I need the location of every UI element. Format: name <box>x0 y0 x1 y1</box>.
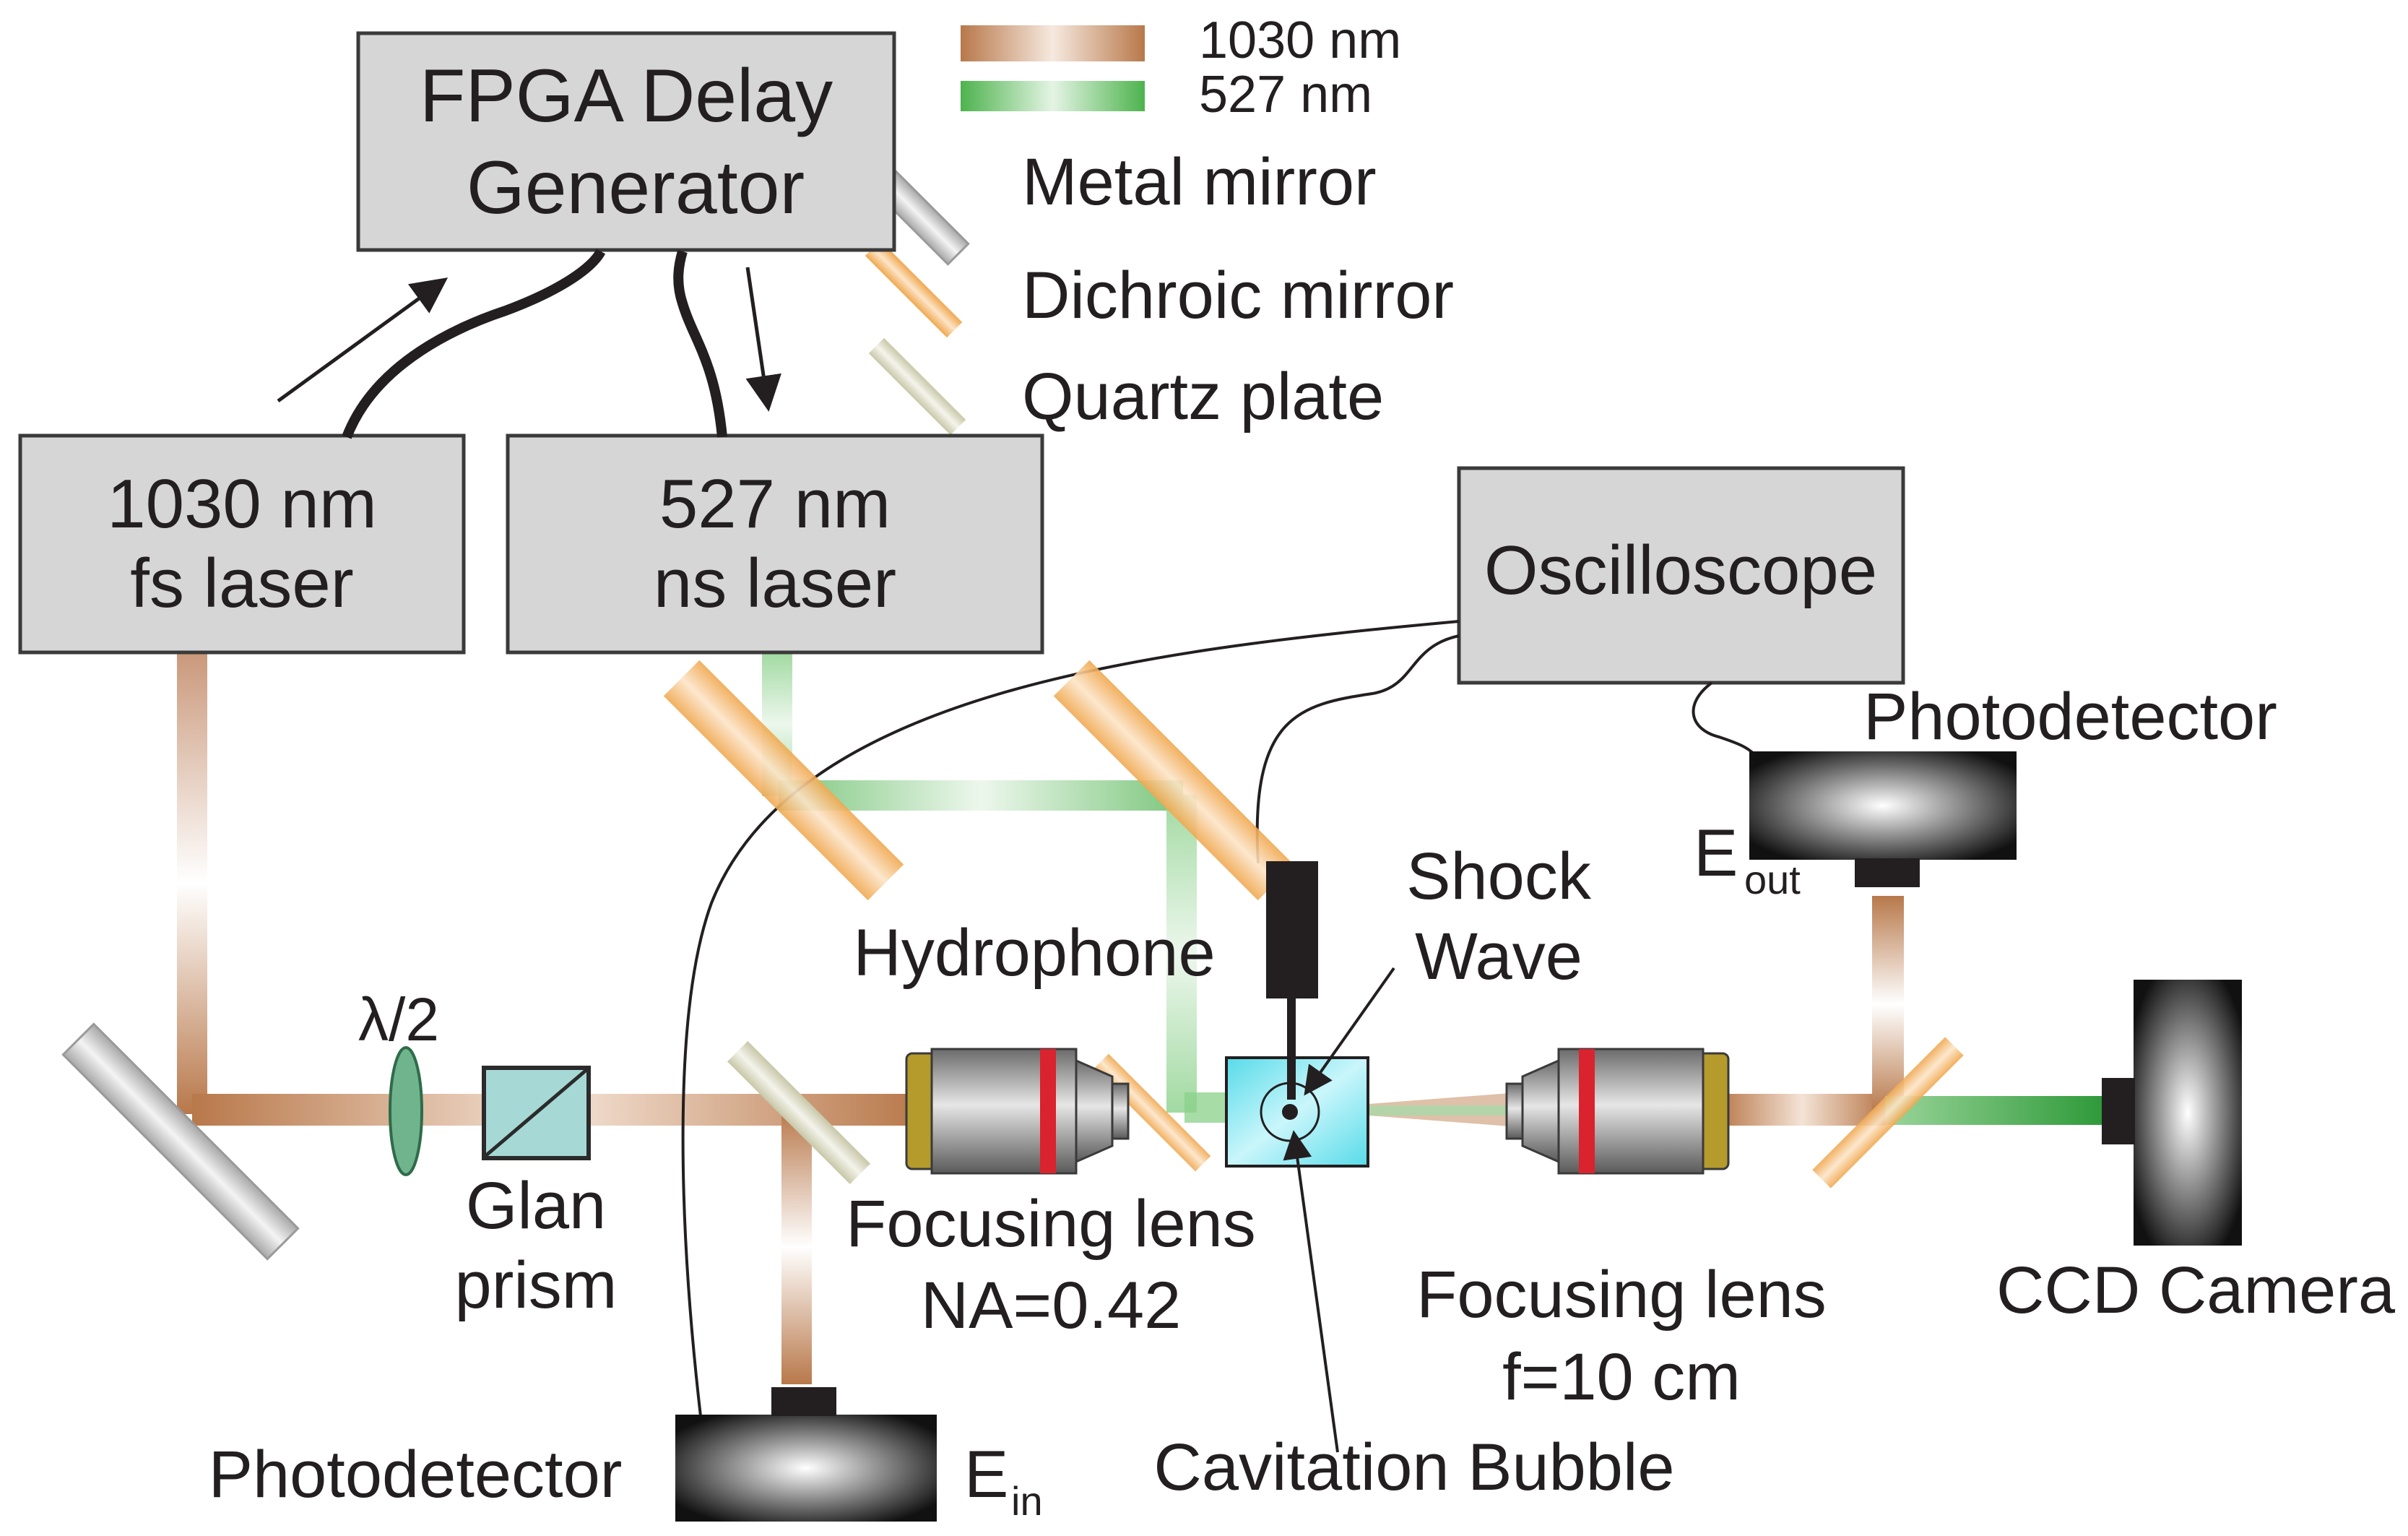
legend-metal-mirror-label: Metal mirror <box>1022 145 1377 219</box>
fpga-label-line1: FPGA Delay <box>420 54 833 138</box>
camera-icon <box>2102 980 2242 1246</box>
metal-mirror-icon <box>61 1022 300 1261</box>
fpga-delay-generator: FPGA Delay Generator <box>356 31 896 252</box>
waveplate-icon <box>389 1046 423 1176</box>
e-in-subscript: in <box>1011 1478 1043 1524</box>
fs-laser-label-line2: fs laser <box>130 545 353 622</box>
oscilloscope-label: Oscilloscope <box>1484 532 1877 609</box>
objective-lens-icon <box>905 1048 1130 1175</box>
green-beam-to-ccd <box>1885 1096 2102 1125</box>
green-beam-vertical-2 <box>1166 795 1197 1113</box>
ns-laser-label-line1: 527 nm <box>659 465 891 543</box>
focusing-lens-1-label-line1: Focusing lens <box>846 1187 1256 1261</box>
e-out-label: E <box>1694 816 1738 890</box>
legend-ir-swatch <box>961 25 1145 61</box>
e-in-label: E <box>964 1438 1008 1511</box>
photodetector-bottom-label: Photodetector <box>209 1438 623 1511</box>
cable-oscilloscope-to-ein <box>681 620 1460 1417</box>
e-out-subscript: out <box>1744 857 1801 902</box>
half-wave-label: λ/2 <box>358 985 439 1053</box>
ir-beam-to-ein <box>781 1110 812 1384</box>
ir-beam-after-lens-2 <box>1719 1094 1885 1126</box>
glan-label-line2: prism <box>455 1248 618 1322</box>
legend-dichroic-mirror-label: Dichroic mirror <box>1022 259 1454 332</box>
photodetector-icon <box>1749 751 2017 887</box>
photodetector-icon <box>675 1387 937 1522</box>
dichroic-mirror-icon <box>1812 1037 1964 1188</box>
cable-fpga-to-ns <box>673 250 727 438</box>
trigger-arrow-down <box>745 267 781 412</box>
dichroic-mirror-icon <box>1053 660 1294 901</box>
glan-label-line1: Glan <box>466 1169 606 1243</box>
ns-laser-label-line2: ns laser <box>654 545 896 622</box>
legend-ir-label: 1030 nm <box>1199 12 1401 69</box>
ns-laser: 527 nm ns laser <box>506 433 1044 655</box>
fpga-label-line2: Generator <box>467 146 805 230</box>
green-beam-through-cuvette <box>1315 1105 1538 1116</box>
cables <box>277 249 1757 1417</box>
quartz-plate-icon <box>868 337 966 436</box>
legend-quartz-plate-label: Quartz plate <box>1022 360 1384 433</box>
legend-green-label: 527 nm <box>1199 66 1372 124</box>
legend-green-swatch <box>961 81 1145 111</box>
legend: 1030 nm 527 nm Metal mirror Dichroic mir… <box>865 12 1454 436</box>
cavitation-bubble-arrow <box>1283 1130 1339 1453</box>
focusing-lens-2-label-line1: Focusing lens <box>1416 1258 1827 1332</box>
ir-beam-to-eout <box>1872 896 1904 1113</box>
cable-fs-to-fpga <box>342 249 606 439</box>
ir-beam-vertical <box>177 652 207 1114</box>
cable-oscilloscope-to-eout <box>1692 681 1757 756</box>
photodetector-top-label: Photodetector <box>1863 680 2277 754</box>
green-beam-horizontal <box>779 780 1183 811</box>
shock-wave-label-line1: Shock <box>1406 840 1592 913</box>
focusing-lens-2-label-line2: f=10 cm <box>1502 1340 1741 1414</box>
ccd-camera-label: CCD Camera <box>1996 1254 2396 1327</box>
focusing-lens-1-label-line2: NA=0.42 <box>921 1269 1182 1342</box>
hydrophone-icon <box>1266 861 1318 1100</box>
fs-laser: 1030 nm fs laser <box>18 433 466 655</box>
shock-wave-arrow <box>1304 967 1395 1096</box>
dichroic-mirror-icon <box>865 240 963 338</box>
cable-oscilloscope-to-hydrophone <box>1255 634 1460 864</box>
fs-laser-label-line1: 1030 nm <box>107 465 377 543</box>
shock-wave-label-line2: Wave <box>1415 920 1582 993</box>
cavitation-bubble-label: Cavitation Bubble <box>1153 1431 1674 1504</box>
quartz-plate-icon <box>727 1041 870 1184</box>
hydrophone-label: Hydrophone <box>853 916 1215 990</box>
objective-lens-icon <box>1505 1048 1730 1175</box>
glan-prism-icon <box>482 1066 591 1160</box>
dichroic-mirror-icon <box>663 660 904 901</box>
oscilloscope: Oscilloscope <box>1457 466 1905 685</box>
trigger-arrow-up <box>277 277 449 403</box>
